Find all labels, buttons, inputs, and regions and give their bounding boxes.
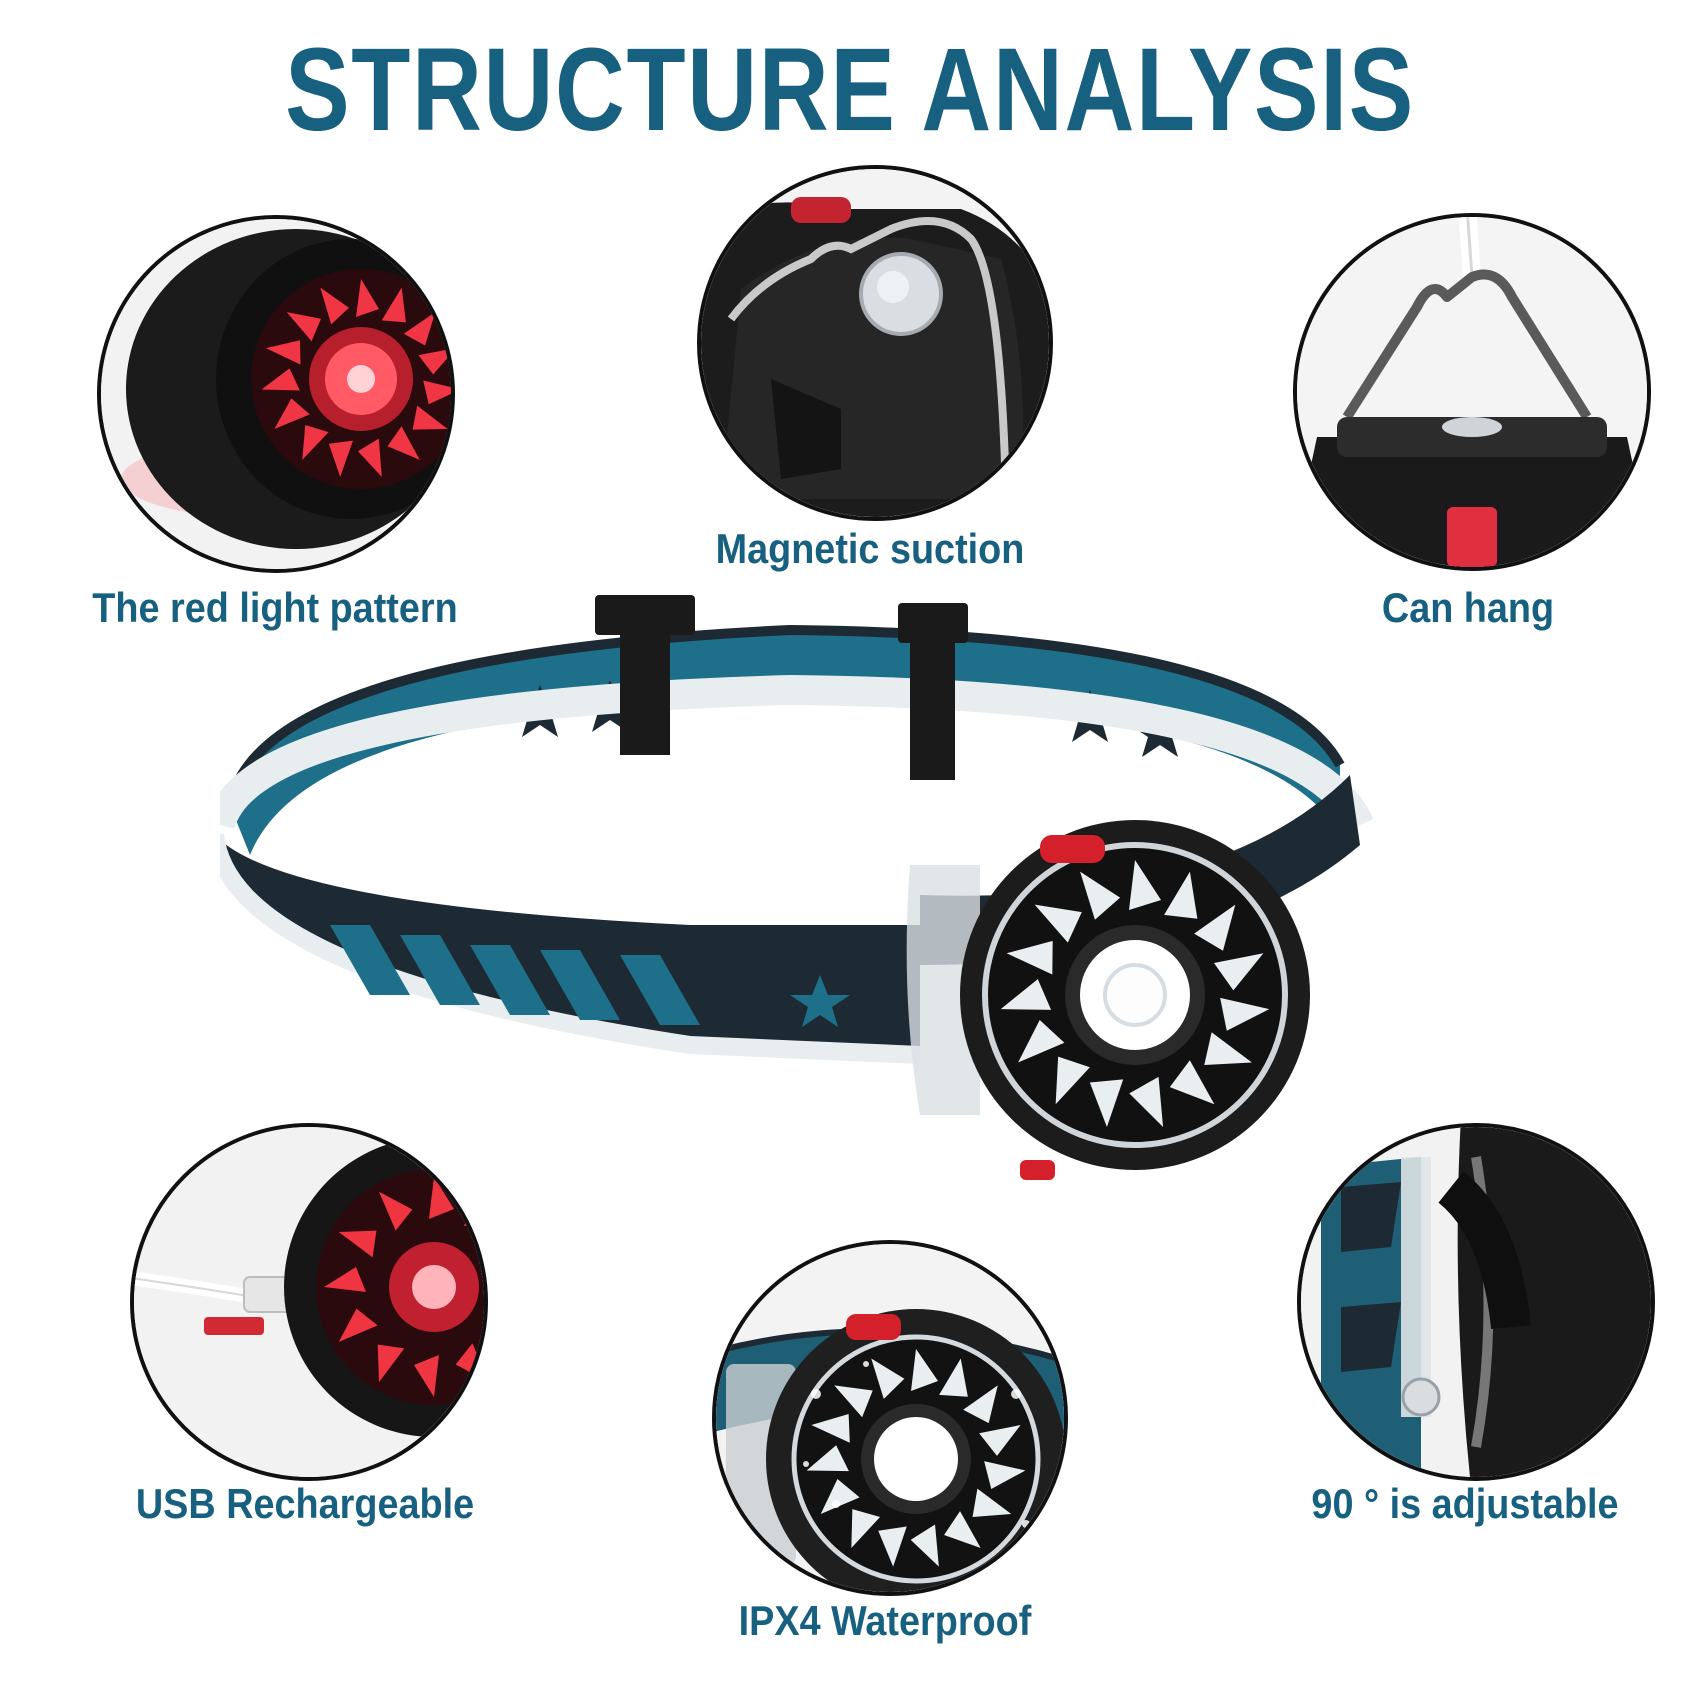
waterproof-caption: IPX4 Waterproof xyxy=(738,1597,1032,1644)
adjustable-caption: 90 ° is adjustable xyxy=(1311,1480,1619,1527)
magnetic-caption: Magnetic suction xyxy=(715,525,1025,572)
magnetic-photo xyxy=(697,165,1053,521)
waterproof-photo xyxy=(712,1240,1068,1596)
hang-caption: Can hang xyxy=(1381,584,1555,631)
usb-photo xyxy=(130,1123,488,1481)
red-light-caption: The red light pattern xyxy=(92,584,458,631)
adjustable-photo xyxy=(1297,1123,1655,1481)
page-title: STRUCTURE ANALYSIS xyxy=(285,24,1415,156)
headlamp-main-image xyxy=(220,595,1380,1195)
hang-photo xyxy=(1293,213,1651,571)
red-light-photo xyxy=(97,215,455,573)
usb-caption: USB Rechargeable xyxy=(135,1480,475,1527)
